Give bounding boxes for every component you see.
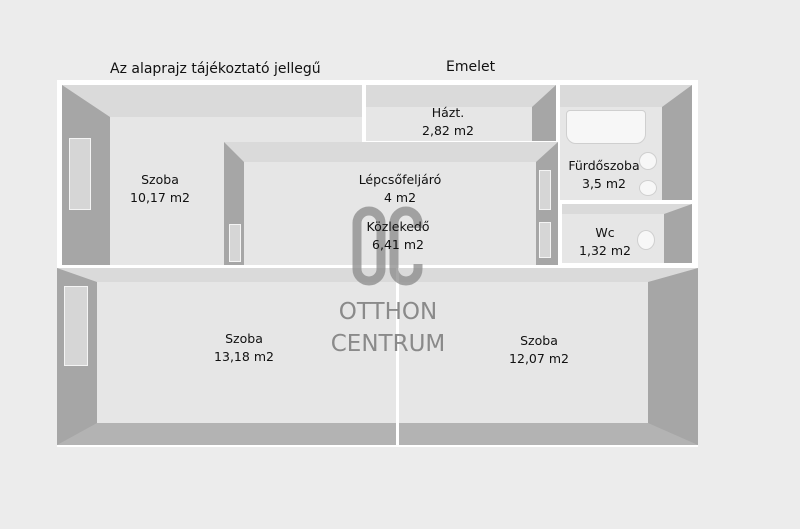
room-name: Szoba — [225, 331, 263, 346]
watermark-logo-icon — [352, 206, 423, 286]
room-label: Lépcsőfeljáró 4 m2 — [359, 171, 442, 207]
room-label: Fürdőszoba 3,5 m2 — [568, 157, 639, 193]
window — [64, 286, 88, 366]
room-area: 4 m2 — [383, 190, 417, 205]
window — [69, 138, 91, 210]
room-area: 3,5 m2 — [582, 176, 626, 191]
room-area: 2,82 m2 — [422, 123, 474, 138]
floor-title: Emelet — [446, 59, 496, 75]
room-name: Wc — [595, 225, 615, 240]
door — [539, 222, 551, 258]
room-haztartasi — [366, 85, 556, 141]
room-name: Lépcsőfeljáró — [358, 172, 442, 187]
room-name: Közlekedő — [366, 219, 430, 234]
door — [229, 224, 241, 262]
room-wc — [562, 204, 692, 263]
sink — [639, 152, 657, 170]
room-szoba-bottom-right — [399, 268, 698, 445]
room-area: 12,07 m2 — [509, 351, 569, 366]
toilet — [637, 230, 655, 250]
room-label: Házt. 2,82 m2 — [422, 104, 474, 140]
room-area: 6,41 m2 — [372, 237, 424, 252]
room-label: Szoba 13,18 m2 — [214, 330, 274, 366]
room-name: Szoba — [520, 333, 558, 348]
watermark-line1: OTTHON — [338, 299, 438, 325]
watermark-line2: CENTRUM — [330, 331, 446, 357]
room-area: 1,32 m2 — [579, 243, 631, 258]
room-label: Szoba 10,17 m2 — [130, 171, 190, 207]
room-name: Fürdőszoba — [568, 158, 640, 173]
door — [539, 170, 551, 210]
disclaimer-text: Az alaprajz tájékoztató jellegű — [110, 61, 321, 77]
sink — [639, 180, 657, 196]
room-name: Szoba — [141, 172, 179, 187]
room-label: Közlekedő 6,41 m2 — [366, 218, 429, 254]
room-name: Házt. — [431, 105, 465, 120]
room-label: Wc 1,32 m2 — [579, 224, 631, 260]
room-label: Szoba 12,07 m2 — [509, 332, 569, 368]
bathtub — [566, 110, 646, 144]
room-area: 10,17 m2 — [130, 190, 190, 205]
room-area: 13,18 m2 — [214, 349, 274, 364]
